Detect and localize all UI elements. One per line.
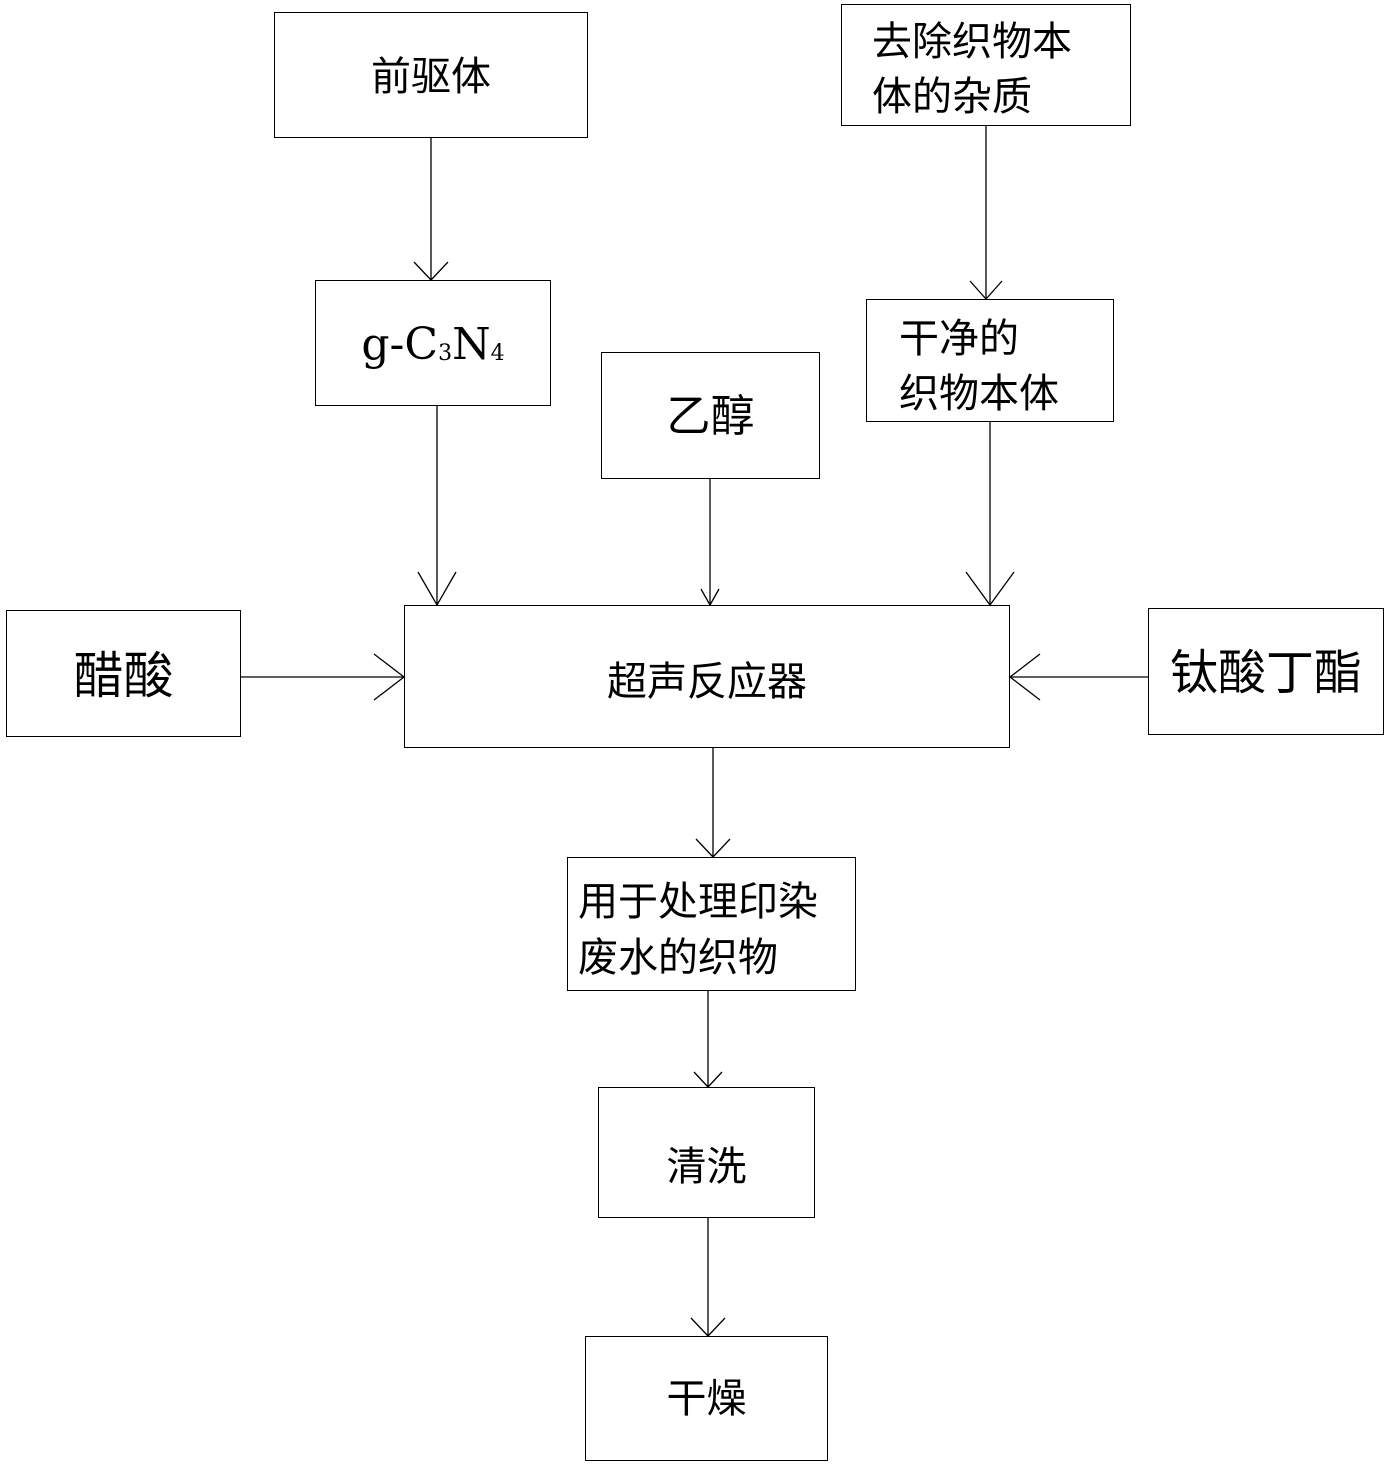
node-ethanol-label: 乙醇 [666, 391, 755, 442]
edge-remove-impurities-to-clean-fabric [969, 126, 1003, 300]
node-treated-fabric-line-1: 用于处理印染 [578, 879, 818, 925]
node-gcn-sub-2: 4 [490, 341, 505, 367]
edge-gcn-to-reactor [417, 406, 457, 607]
node-drying: 干燥 [585, 1336, 828, 1461]
node-ultrasonic-reactor: 超声反应器 [404, 605, 1010, 748]
node-clean-fabric: 干净的 织物本体 [866, 299, 1114, 422]
node-gcn-prefix: g-C [361, 319, 439, 370]
node-butyl-titanate-label: 钛酸丁酯 [1169, 645, 1362, 701]
edge-acetic-acid-to-reactor [240, 653, 406, 701]
node-washing: 清洗 [598, 1087, 815, 1218]
node-clean-fabric-line-1: 干净的 [899, 316, 1019, 362]
node-clean-fabric-line-2: 织物本体 [899, 371, 1059, 417]
edge-treated-fabric-to-washing [693, 990, 723, 1088]
edge-precursor-to-gcn [413, 138, 449, 281]
node-remove-impurities: 去除织物本 体的杂质 [841, 4, 1131, 126]
node-treated-fabric-label: 用于处理印染 废水的织物 [578, 874, 818, 986]
node-remove-impurities-line-2: 体的杂质 [872, 74, 1032, 120]
node-drying-label: 干燥 [666, 1376, 747, 1422]
node-precursor-label: 前驱体 [371, 54, 491, 100]
edge-ethanol-to-reactor [700, 479, 720, 607]
edge-reactor-to-treated-fabric [695, 747, 731, 858]
node-remove-impurities-line-1: 去除织物本 [872, 19, 1072, 65]
edge-clean-fabric-to-reactor [965, 422, 1015, 607]
node-acetic-acid-label: 醋酸 [73, 647, 174, 705]
node-ultrasonic-reactor-label: 超声反应器 [607, 659, 807, 705]
node-clean-fabric-label: 干净的 织物本体 [899, 312, 1059, 422]
node-remove-impurities-label: 去除织物本 体的杂质 [872, 15, 1072, 125]
node-treated-fabric: 用于处理印染 废水的织物 [567, 857, 856, 991]
node-washing-label: 清洗 [666, 1144, 747, 1190]
node-butyl-titanate: 钛酸丁酯 [1148, 608, 1384, 735]
node-precursor: 前驱体 [274, 12, 588, 138]
edge-washing-to-drying [690, 1217, 726, 1337]
node-ethanol: 乙醇 [601, 352, 820, 479]
node-gcn: g-C3N4 [315, 280, 551, 406]
edge-butyl-titanate-to-reactor [1008, 653, 1148, 701]
node-gcn-mid: N [452, 319, 491, 370]
node-gcn-label: g-C3N4 [316, 323, 550, 367]
node-acetic-acid: 醋酸 [6, 610, 241, 737]
node-gcn-sub-1: 3 [438, 341, 453, 367]
node-treated-fabric-line-2: 废水的织物 [578, 935, 778, 981]
